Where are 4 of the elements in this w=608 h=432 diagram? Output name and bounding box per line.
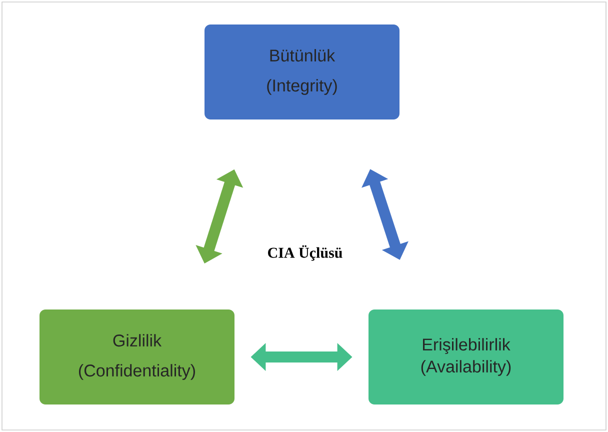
process-box: Bütünlük (Integrity) bbox=[204, 24, 400, 120]
process-box: Erişilebilirlik (Availability) bbox=[368, 310, 564, 404]
center-label: CIA Üçlüsü bbox=[268, 245, 342, 261]
process-box: Gizlilik (Confidentiality) bbox=[40, 310, 234, 404]
